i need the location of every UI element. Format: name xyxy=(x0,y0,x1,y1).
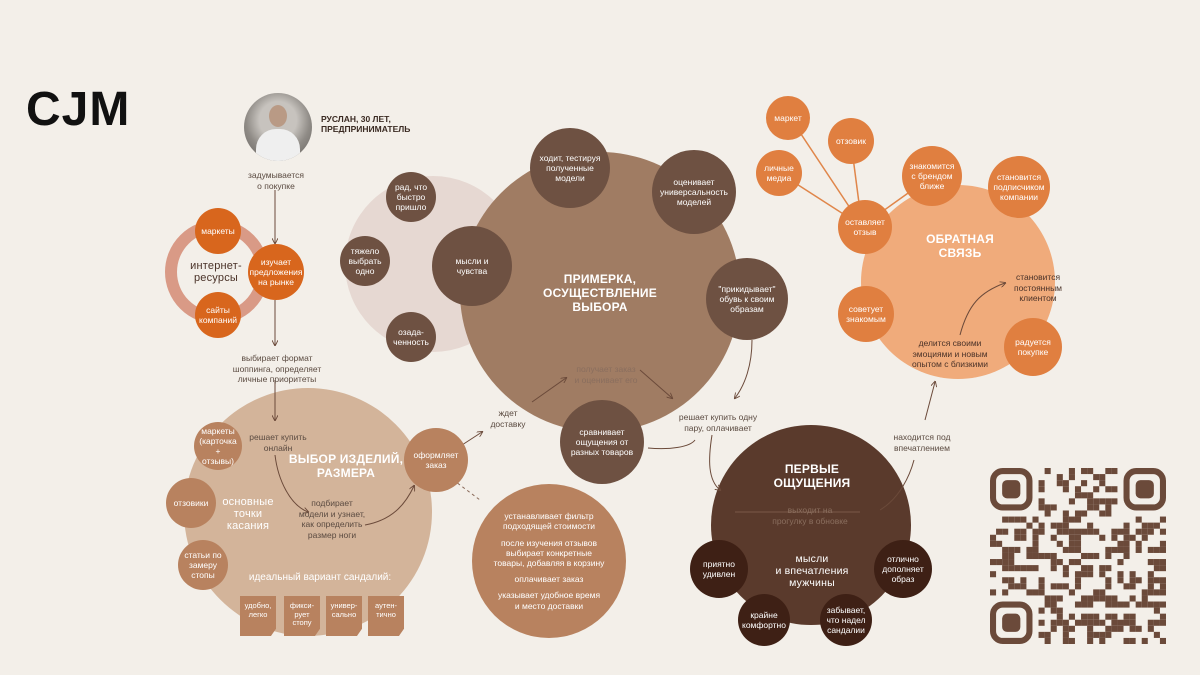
feedback-glad: радуется покупке xyxy=(1004,318,1062,376)
ideal-tag-3: универ- сально xyxy=(326,596,362,636)
feeling-happy: рад, что быстро пришло xyxy=(386,172,436,222)
checkout-step-1: устанавливает фильтр подходящей стоимост… xyxy=(502,511,596,532)
logo: CJM xyxy=(26,83,131,136)
arrow-order-to-delivery xyxy=(461,432,482,446)
first-impressions-circle xyxy=(711,425,911,625)
avatar xyxy=(244,93,312,161)
first-surprised: приятно удивлен xyxy=(690,540,748,598)
arrow-compares-to-buy xyxy=(647,439,696,450)
qr-code xyxy=(990,468,1166,644)
fitting-versatility: оценивает универсальность моделей xyxy=(652,150,736,234)
selection-ideal: идеальный вариант сандалий: xyxy=(248,572,392,583)
flow-select-model: подбирает модели и узнает, как определит… xyxy=(298,498,366,540)
flow-decide-online: решает купить онлайн xyxy=(249,432,307,453)
arrow-online-to-select xyxy=(274,454,308,512)
arrow-to-impression xyxy=(879,459,915,511)
flow-buy-pair: решает купить одну пару, оплачивает xyxy=(678,412,758,433)
selection-reviews: отзовики xyxy=(166,478,216,528)
feedback-title: ОБРАТНАЯ СВЯЗЬ xyxy=(926,232,994,260)
ideal-tag-2: фикси- рует стопу xyxy=(284,596,320,636)
flow-choose-format: выбирает формат шоппинга, определяет лич… xyxy=(232,353,322,385)
feedback-media: личные медиа xyxy=(756,150,802,196)
flow-wait-delivery: ждет доставку xyxy=(490,408,526,429)
feeling-puzzled: озада- ченность xyxy=(386,312,436,362)
first-complements: отлично дополняет образ xyxy=(874,540,932,598)
feedback-reviews: отзовик xyxy=(828,118,874,164)
internet-title: интернет- ресурсы xyxy=(190,260,242,284)
selection-touchpoints: основные точки касания xyxy=(222,496,274,532)
flow-think: задумывается о покупке xyxy=(248,170,304,191)
feedback-meets: знакомится с брендом ближе xyxy=(902,146,962,206)
checkout-circle: устанавливает фильтр подходящей стоимост… xyxy=(472,484,626,638)
arrow-share-to-regular xyxy=(959,283,1005,336)
flow-regular: становится постоянным клиентом xyxy=(1013,272,1063,304)
selection-markets: маркеты (карточка + отзывы) xyxy=(194,422,242,470)
feedback-market: маркет xyxy=(766,96,810,140)
checkout-step-3: оплачивает заказ xyxy=(514,574,584,585)
arrow-select-to-order xyxy=(364,486,414,526)
arrow-impression-to-feedback xyxy=(924,382,935,421)
feedback-circle xyxy=(861,185,1055,379)
arrow-receive-to-buy xyxy=(639,369,672,398)
first-forgets: забывает, что надел сандалии xyxy=(820,594,872,646)
checkout-step-4: указывает удобное время и место доставки xyxy=(497,590,601,611)
flow-walk: выходит на прогулку в обновке xyxy=(772,505,848,526)
feedback-subscribes: становится подписчиком компании xyxy=(988,156,1050,218)
internet-sites: сайты компаний xyxy=(195,292,241,338)
feedback-advises: советует знакомым xyxy=(838,286,894,342)
feeling-hard: тяжело выбрать одно xyxy=(340,236,390,286)
internet-study: изучает предложения на рынке xyxy=(248,244,304,300)
flow-at-impression: находится под впечатлением xyxy=(893,432,951,453)
fitting-tries: "прикидывает" обувь к своим образам xyxy=(706,258,788,340)
arrow-tries-to-buy xyxy=(735,339,753,398)
fitting-compares: сравнивает ощущения от разных товаров xyxy=(560,400,644,484)
checkout-step-2: после изучения отзывов выбирает конкретн… xyxy=(493,537,605,568)
selection-title: ВЫБОР ИЗДЕЛИЙ, РАЗМЕРА xyxy=(288,452,404,480)
flow-share: делится своими эмоциями и новым опытом с… xyxy=(912,338,988,370)
arrow-buy-to-walk xyxy=(709,434,720,490)
persona-label: РУСЛАН, 30 ЛЕТ, ПРЕДПРИНИМАТЕЛЬ xyxy=(321,114,411,135)
ideal-tag-1: удобно, легко xyxy=(240,596,276,636)
ideal-tag-4: аутен- тично xyxy=(368,596,404,636)
selection-order: оформляет заказ xyxy=(404,428,468,492)
feedback-leaves: оставляет отзыв xyxy=(838,200,892,254)
selection-articles: статьи по замеру стопы xyxy=(178,540,228,590)
first-thoughts: мысли и впечатления мужчины xyxy=(775,553,849,589)
flow-receive: получает заказ и оценивает его xyxy=(574,364,638,385)
fitting-title: ПРИМЕРКА, ОСУЩЕСТВЛЕНИЕ ВЫБОРА xyxy=(543,272,657,314)
first-title: ПЕРВЫЕ ОЩУЩЕНИЯ xyxy=(773,462,851,490)
feeling-thoughts: мысли и чувства xyxy=(432,226,512,306)
arrow-delivery-to-receive xyxy=(531,378,566,403)
first-comfortable: крайне комфортно xyxy=(738,594,790,646)
fitting-walks: ходит, тестируя полученные модели xyxy=(530,128,610,208)
internet-markets: маркеты xyxy=(195,208,241,254)
